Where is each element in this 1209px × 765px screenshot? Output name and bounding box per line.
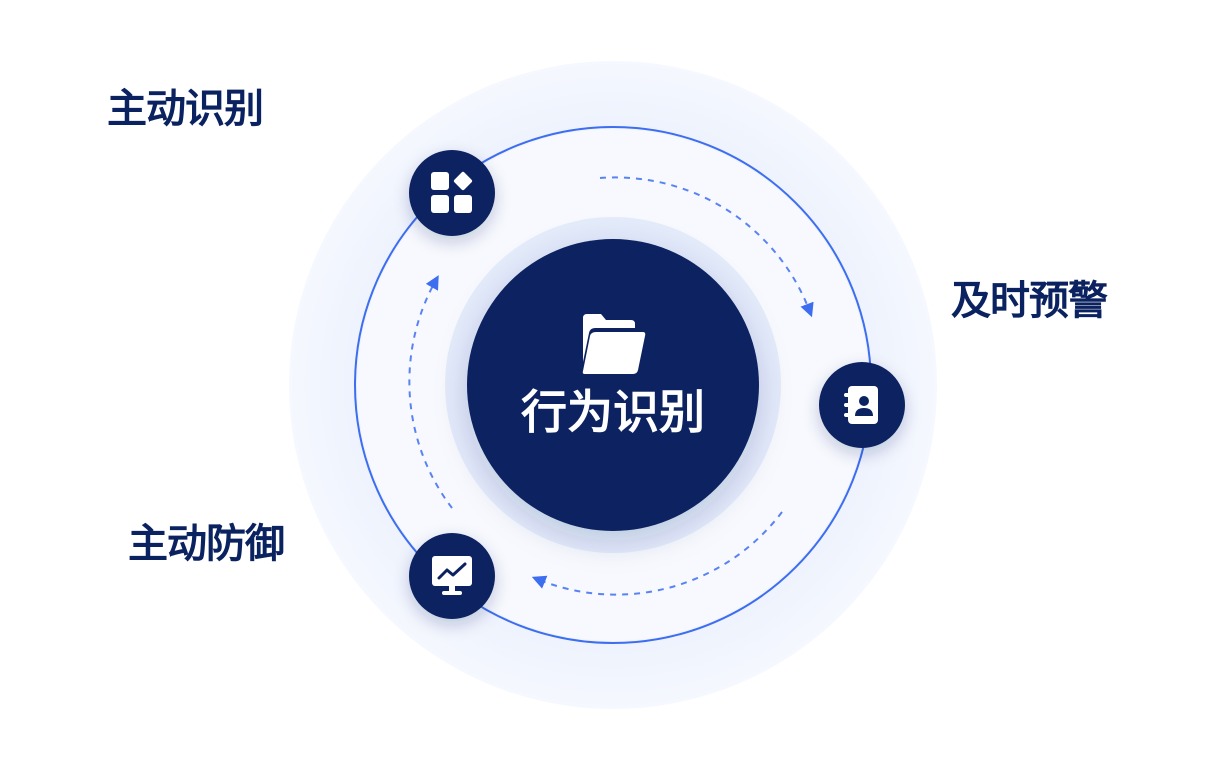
node-timely-warning[interactable] [819,362,905,448]
monitor-chart-icon [432,556,472,595]
apps-grid-icon [431,171,473,213]
node-label-active-identify: 主动识别 [107,86,264,132]
contact-book-icon [844,386,878,424]
center-title: 行为识别 [521,385,705,439]
folder-icon [582,314,646,374]
arrow-arc-top [599,176,814,318]
center-circle [467,239,759,531]
node-label-active-defense: 主动防御 [128,521,285,567]
arrow-arc-left [408,275,453,509]
node-active-defense[interactable] [409,533,495,619]
node-active-identify[interactable] [409,150,495,236]
arrow-arc-bottom [531,511,783,596]
node-label-timely-warning: 及时预警 [951,278,1108,324]
